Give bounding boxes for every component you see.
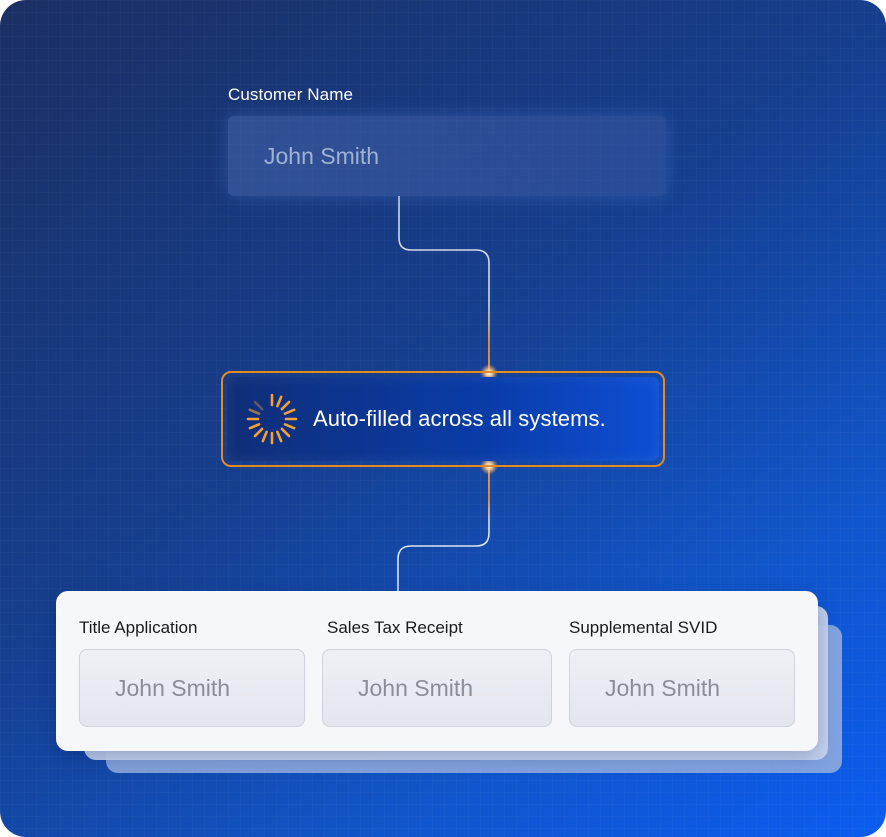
autofill-status-box: Auto-filled across all systems.	[221, 371, 665, 467]
autofill-status-text: Auto-filled across all systems.	[313, 406, 606, 431]
autofill-status-inner: Auto-filled across all systems.	[227, 377, 659, 461]
supplemental-svid-field[interactable]: John Smith	[569, 649, 795, 727]
title-application-value: John Smith	[115, 674, 231, 701]
supplemental-svid-label: Supplemental SVID	[569, 618, 718, 637]
connector-top	[398, 196, 490, 372]
spinner-icon	[246, 393, 298, 445]
sales-tax-receipt-field[interactable]: John Smith	[322, 649, 552, 727]
sales-tax-receipt-value: John Smith	[358, 674, 474, 701]
customer-name-value: John Smith	[264, 142, 380, 169]
target-systems-card: Title Application John Smith Sales Tax R…	[56, 591, 818, 751]
customer-name-label: Customer Name	[228, 85, 354, 104]
sales-tax-receipt-label: Sales Tax Receipt	[327, 618, 463, 637]
title-application-field[interactable]: John Smith	[79, 649, 305, 727]
customer-name-field[interactable]: John Smith	[228, 116, 666, 196]
supplemental-svid-value: John Smith	[605, 674, 721, 701]
connector-bottom	[397, 467, 490, 592]
title-application-label: Title Application	[79, 618, 198, 637]
